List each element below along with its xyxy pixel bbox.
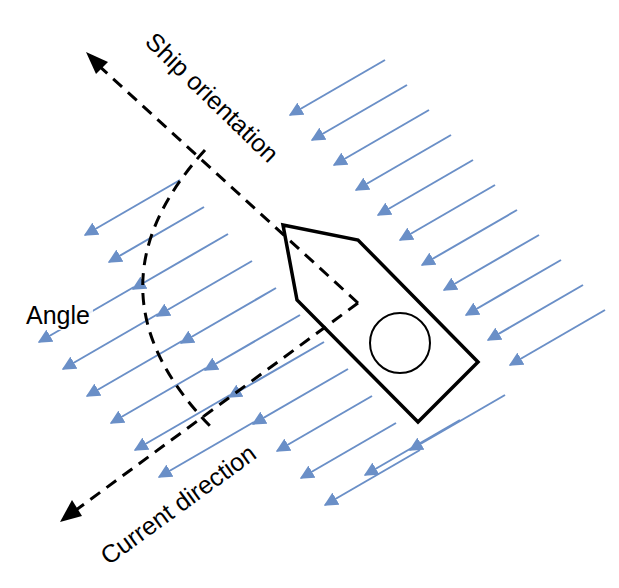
axis-label: Ship orientation (138, 26, 286, 171)
dashed-axes (72, 64, 358, 513)
axis-label: Current direction (93, 438, 264, 572)
orientation-arrowhead (86, 52, 108, 74)
current-arrows (39, 60, 605, 505)
ship-outline (283, 225, 478, 422)
current-arrowhead (60, 500, 82, 522)
axis-label: Angle (23, 302, 93, 330)
